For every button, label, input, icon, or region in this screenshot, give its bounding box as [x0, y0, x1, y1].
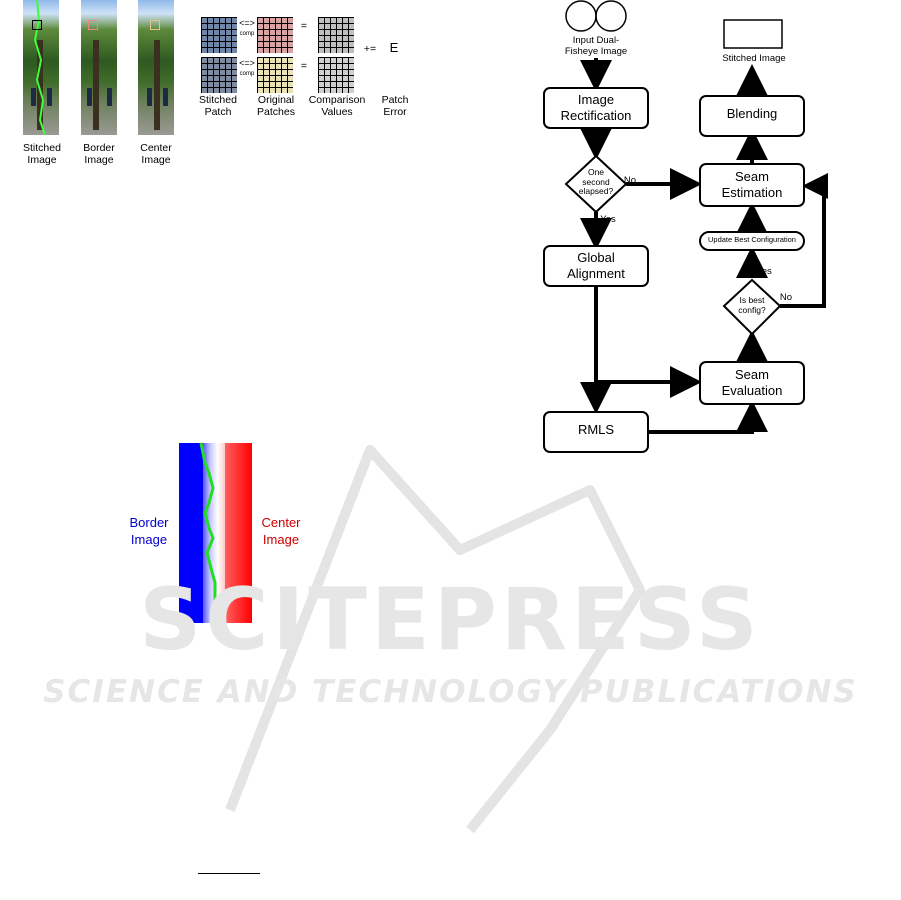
comparison-values	[318, 57, 354, 93]
compare-sub: comp	[239, 71, 255, 77]
equals-operator: =	[300, 60, 308, 72]
watermark-book-icon	[225, 445, 645, 834]
strip-label-center: Center Image	[140, 142, 172, 166]
stitched-patch	[201, 17, 237, 53]
compare-sub: comp	[239, 31, 255, 37]
step-rmls: RMLS	[577, 422, 615, 437]
decision-time-elapsed: One second elapsed?	[578, 167, 614, 196]
step-global-alignment: Global Alignment	[567, 250, 625, 281]
footnote-rule	[198, 873, 260, 874]
center-image-strip	[138, 0, 174, 135]
compare-operator: <=>	[239, 18, 255, 28]
strip-label-border: Border Image	[83, 142, 115, 166]
patch-label-error: Patch Error	[381, 94, 409, 118]
seam-line	[33, 0, 46, 135]
patch-marker	[150, 20, 160, 30]
input-label: Input Dual- Fisheye Image	[564, 35, 628, 57]
heatmap-border-region	[179, 443, 203, 623]
heatmap-transition	[203, 443, 225, 623]
flowchart-arrows	[543, 0, 828, 453]
patch-marker	[88, 20, 98, 30]
best-no-label: No	[779, 292, 793, 303]
equals-operator: =	[300, 20, 308, 32]
best-yes-label: Yes	[756, 266, 772, 277]
stitched-image-strip	[23, 0, 59, 135]
watermark-title: SCITEPRESS	[139, 570, 762, 670]
output-label: Stitched Image	[722, 53, 786, 64]
heatmap-center-region	[225, 443, 252, 623]
heatmap-seam	[199, 443, 219, 623]
decision-yes-label: Yes	[600, 214, 616, 225]
comparison-values	[318, 17, 354, 53]
patch-label-stitched: Stitched Patch	[199, 94, 237, 118]
patch-marker	[32, 20, 42, 30]
step-image-rectification: Image Rectification	[560, 92, 632, 123]
error-symbol: E	[389, 40, 399, 55]
input-fisheye-icon	[566, 1, 596, 31]
step-seam-estimation: Seam Estimation	[721, 169, 783, 200]
patch-label-comparison: Comparison Values	[308, 94, 366, 118]
original-patch	[257, 17, 293, 53]
watermark-subtitle: SCIENCE AND TECHNOLOGY PUBLICATIONS	[43, 674, 858, 710]
strip-label-stitched: Stitched Image	[23, 142, 61, 166]
compare-operator: <=>	[239, 58, 255, 68]
patch-label-original: Original Patches	[257, 94, 295, 118]
original-patch	[257, 57, 293, 93]
stitched-patch	[201, 57, 237, 93]
step-blending: Blending	[726, 106, 778, 121]
heatmap-right-label: Center Image	[261, 515, 301, 547]
step-seam-evaluation: Seam Evaluation	[721, 367, 783, 398]
heatmap-left-label: Border Image	[129, 515, 169, 547]
decision-best-config: Is best config?	[738, 295, 766, 315]
accumulate-operator: +=	[363, 43, 377, 55]
decision-no-label: No	[623, 175, 637, 186]
step-update-best: Update Best Configuration	[708, 235, 796, 244]
border-image-strip	[81, 0, 117, 135]
